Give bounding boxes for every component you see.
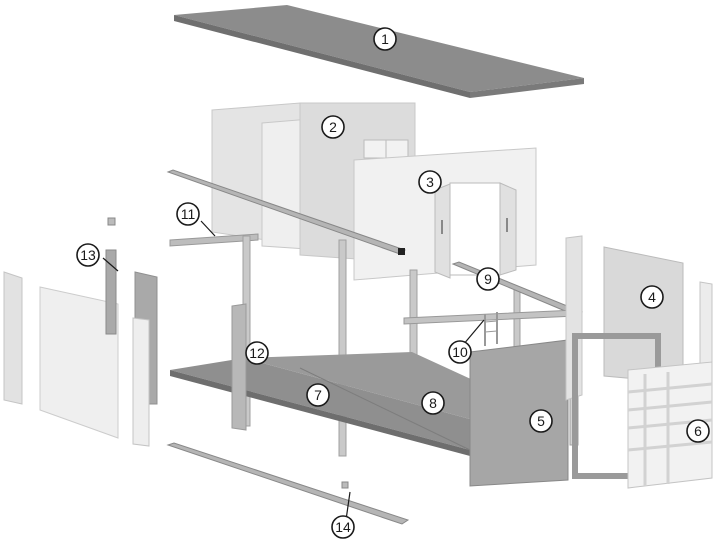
- callout-3: 3: [418, 170, 442, 194]
- callout-2-label: 2: [329, 119, 337, 135]
- left-wall-panels: [3, 217, 158, 447]
- callout-13: 13: [76, 243, 100, 267]
- callout-4: 4: [640, 285, 664, 309]
- callout-5: 5: [529, 409, 553, 433]
- callout-6-label: 6: [694, 423, 702, 439]
- callout-7-label: 7: [314, 387, 322, 403]
- callout-11: 11: [176, 202, 200, 226]
- callout-14-label: 14: [335, 519, 351, 535]
- upper-long-beam: [166, 169, 407, 255]
- callout-12-label: 12: [249, 345, 265, 361]
- callout-6: 6: [686, 419, 710, 443]
- callout-3-label: 3: [426, 174, 434, 190]
- callout-14: 14: [331, 515, 355, 539]
- front-door-wall: [353, 147, 537, 281]
- callout-9: 9: [476, 267, 500, 291]
- callout-8-label: 8: [429, 395, 437, 411]
- lower-long-beam: [166, 442, 410, 525]
- callout-10: 10: [448, 340, 472, 364]
- callout-2: 2: [321, 115, 345, 139]
- callout-11-label: 11: [181, 206, 196, 222]
- callout-4-label: 4: [648, 289, 656, 305]
- callout-8: 8: [421, 391, 445, 415]
- callout-5-label: 5: [537, 413, 545, 429]
- callout-9-label: 9: [484, 271, 492, 287]
- leader-lines: [102, 220, 485, 521]
- roof-panel: [174, 5, 584, 98]
- callout-1: 1: [373, 27, 397, 51]
- callout-13-label: 13: [80, 247, 96, 263]
- cross-beam: [403, 309, 577, 346]
- post-panel: [231, 303, 247, 431]
- large-door-panel: [469, 339, 569, 487]
- callout-7: 7: [306, 383, 330, 407]
- callout-10-label: 10: [452, 344, 468, 360]
- callout-12: 12: [245, 341, 269, 365]
- callout-1-label: 1: [381, 31, 389, 47]
